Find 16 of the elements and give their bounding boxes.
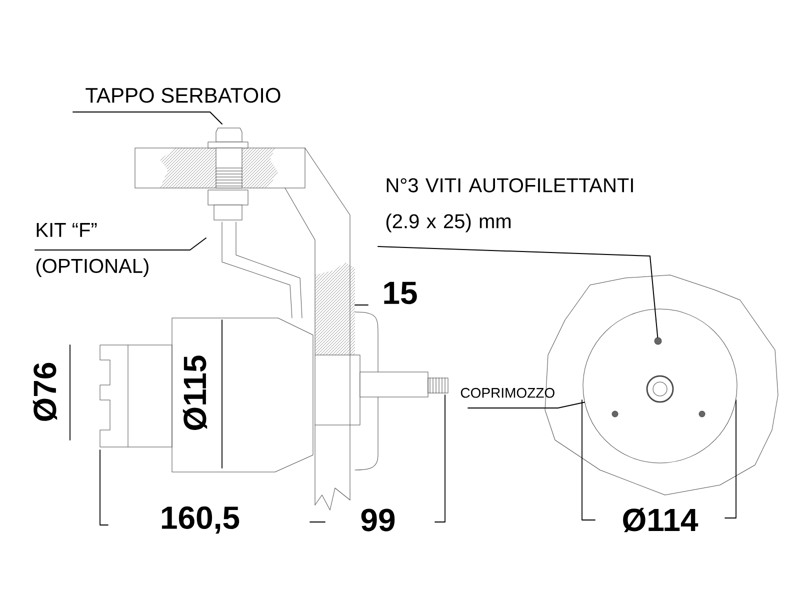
dimension-label: Ø76 xyxy=(32,360,58,424)
dimension-label: 99 xyxy=(359,508,397,532)
dimension-label: Ø114 xyxy=(620,506,700,534)
callout-text: COPRIMOZZO xyxy=(460,388,554,398)
leader-line xyxy=(468,402,585,408)
leader-line xyxy=(34,238,206,250)
leader-line xyxy=(378,246,658,338)
leader-line xyxy=(72,112,222,124)
dimension-label: 160,5 xyxy=(158,505,242,535)
callout-text: N°3 VITI AUTOFILETTANTI (2.9 x 25) mm xyxy=(386,178,633,232)
callout-text: KIT “F” (OPTIONAL) xyxy=(36,223,148,277)
dimension-label: 15 xyxy=(381,280,419,306)
hub-cover-disc xyxy=(582,308,738,464)
screw-hole xyxy=(654,337,662,345)
dimension-label: Ø115 xyxy=(182,354,208,432)
callout-text: TAPPO SERBATOIO xyxy=(86,88,280,103)
